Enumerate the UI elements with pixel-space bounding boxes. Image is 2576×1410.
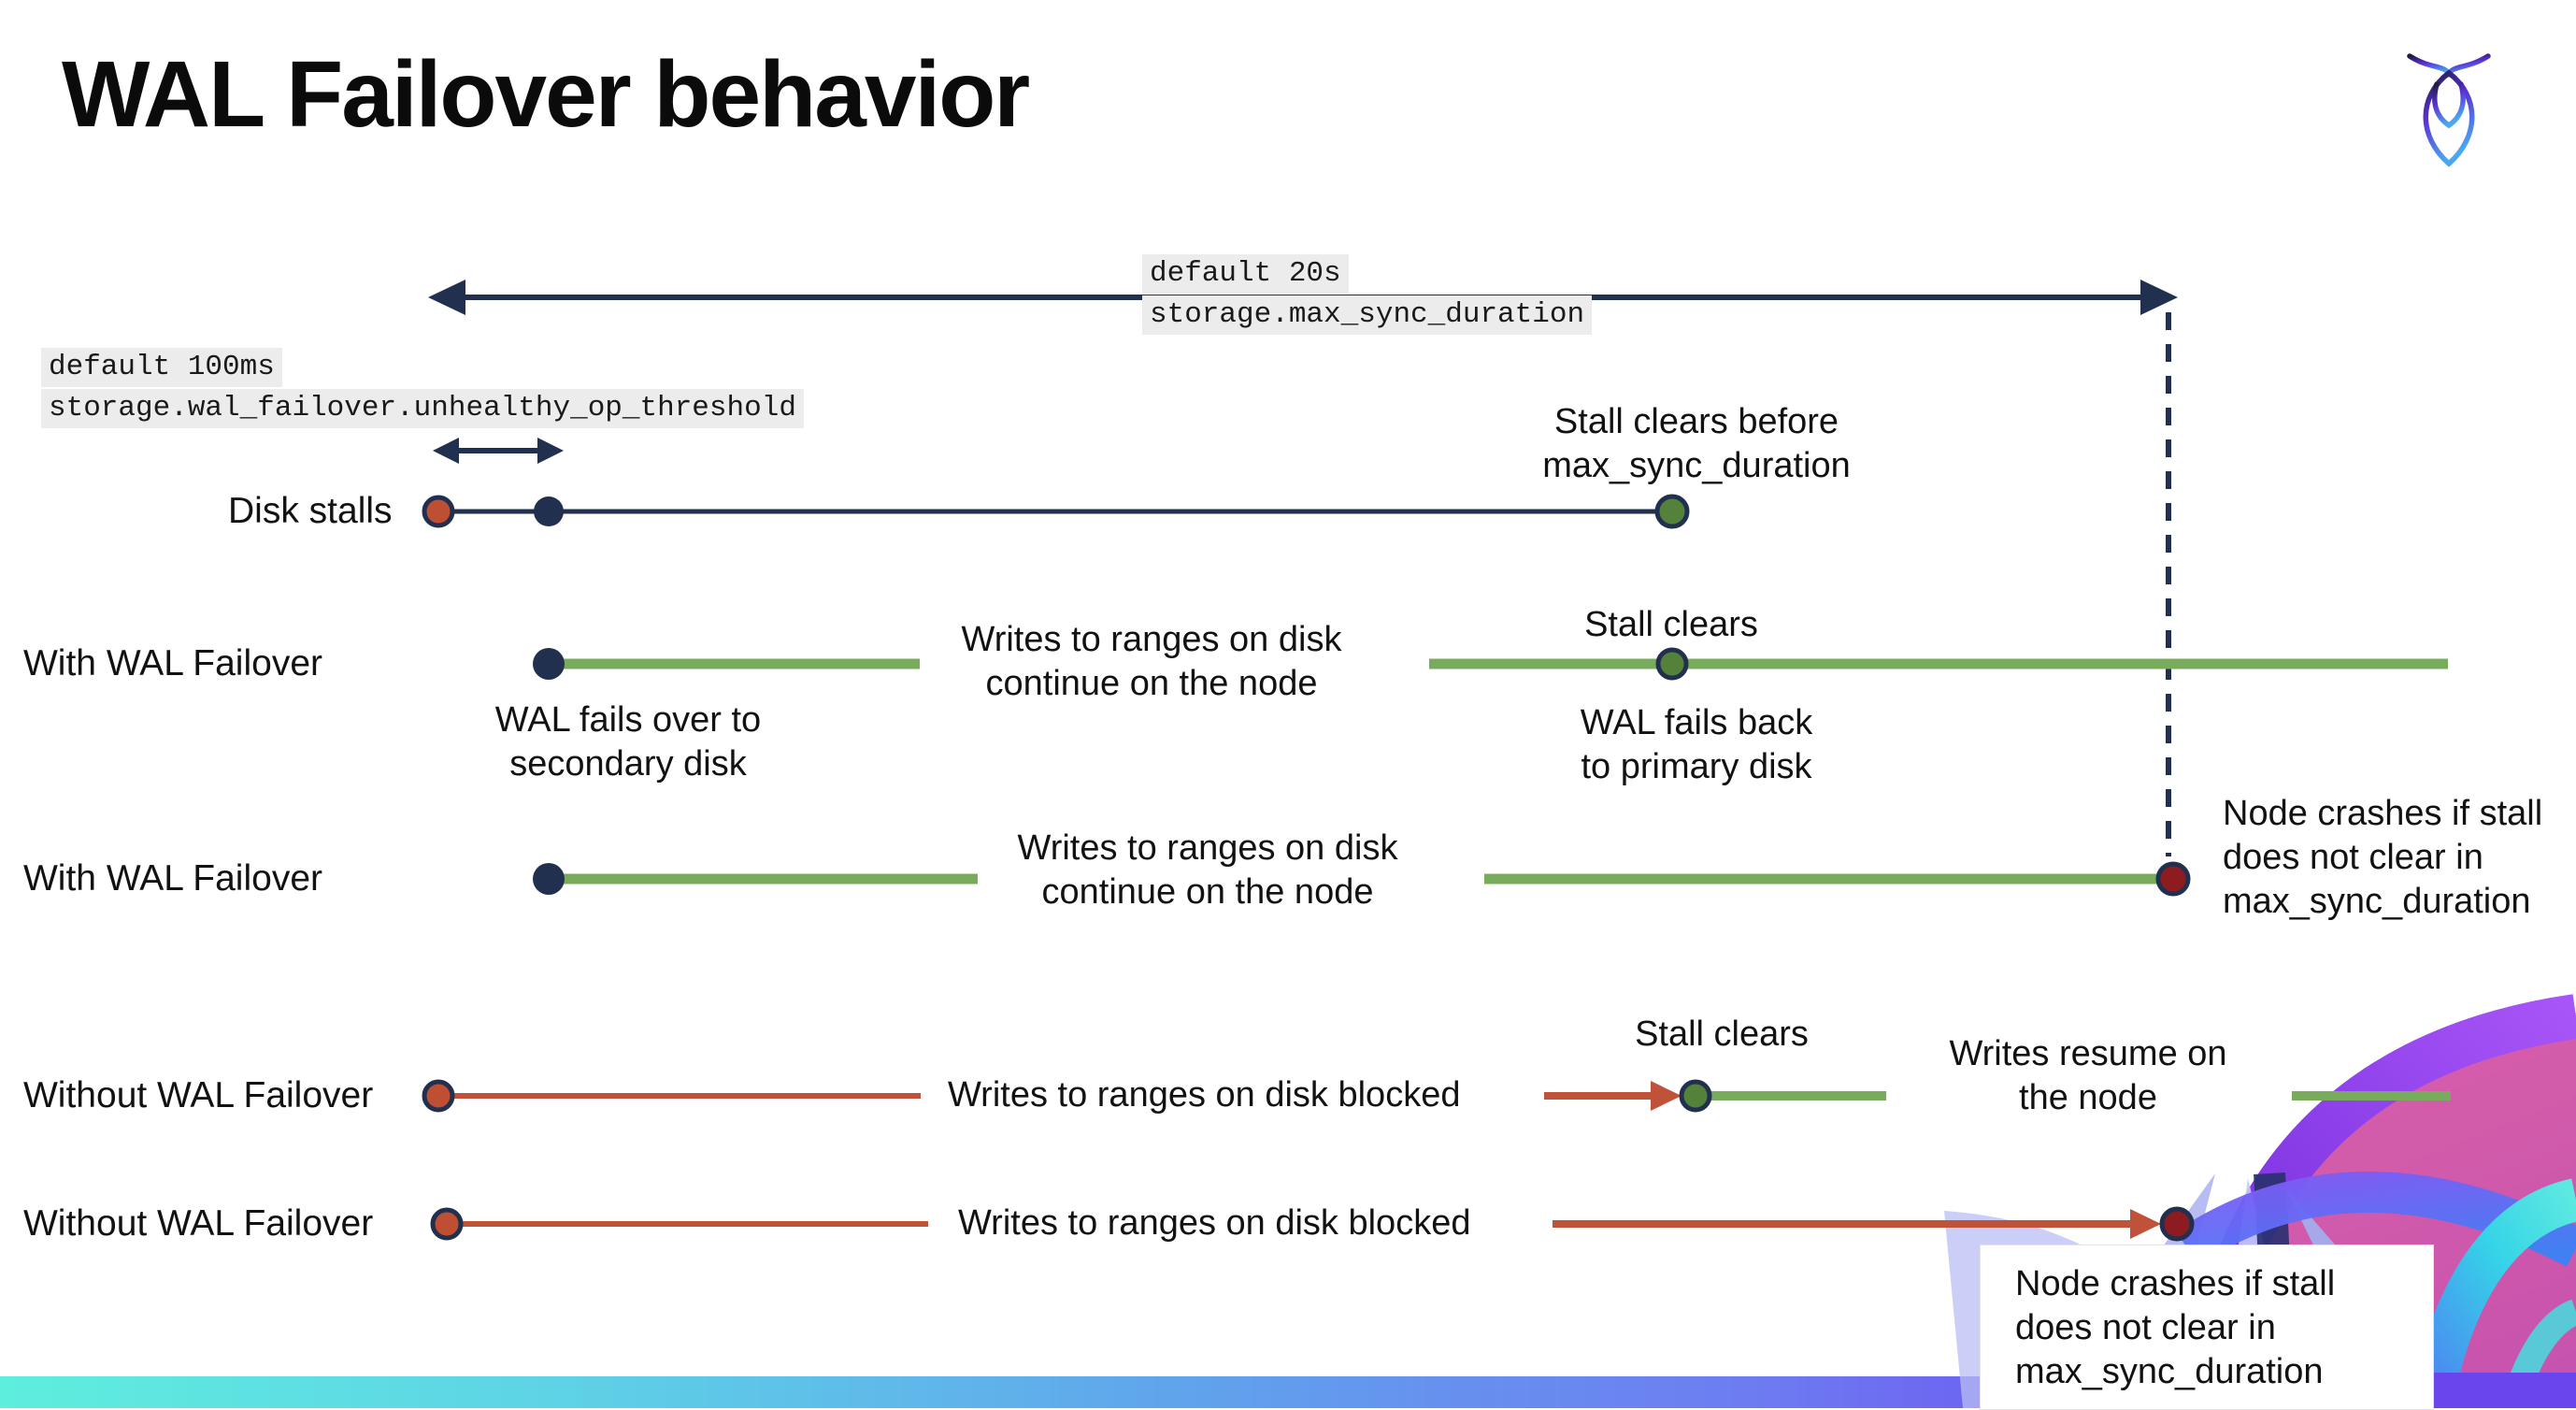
node-crash-dot bbox=[2155, 861, 2191, 897]
logo-antenna-right bbox=[2445, 53, 2491, 78]
note-writes-resume: Writes resume on the node bbox=[1949, 1034, 2227, 1117]
note-writes-continue-1: Writes to ranges on disk continue on the… bbox=[961, 620, 1342, 703]
failover-dot bbox=[533, 648, 565, 680]
crash-callout-box bbox=[1980, 1245, 2434, 1410]
note-wal-fails-back: WAL fails back to primary disk bbox=[1580, 703, 1813, 786]
note-writes-blocked-2: Writes to ranges on disk blocked bbox=[958, 1203, 1471, 1243]
note-node-crashes-2: Node crashes if stall does not clear in … bbox=[2015, 1264, 2336, 1391]
unhealthy-op-threshold-label: default 100ms storage.wal_failover.unhea… bbox=[41, 348, 804, 428]
row-label-without-wal-failover-2: Without WAL Failover bbox=[23, 1203, 374, 1244]
threshold-default-value: default 100ms bbox=[41, 348, 282, 387]
arrow-head-left bbox=[433, 438, 459, 464]
stall-start-dot bbox=[422, 495, 455, 528]
logo-antenna-left bbox=[2407, 53, 2453, 78]
logo-inner-leaf bbox=[2432, 81, 2466, 129]
row-label-disk-stalls: Disk stalls bbox=[228, 491, 393, 531]
artwork-cyan-arc-1 bbox=[2409, 1178, 2576, 1408]
row-label-with-wal-failover-1: With WAL Failover bbox=[23, 643, 322, 683]
note-writes-continue-2: Writes to ranges on disk continue on the… bbox=[1017, 828, 1398, 912]
page-title: WAL Failover behavior bbox=[62, 42, 1030, 147]
failover-trigger-dot bbox=[534, 496, 564, 526]
note-node-crashes-1: Node crashes if stall does not clear in … bbox=[2223, 794, 2543, 921]
timeline-with-failover-1 bbox=[533, 647, 2448, 681]
row-label-without-wal-failover-1: Without WAL Failover bbox=[23, 1075, 374, 1115]
logo-strokes bbox=[2407, 53, 2491, 167]
row-label-with-wal-failover-2: With WAL Failover bbox=[23, 858, 322, 899]
threshold-setting-name: storage.wal_failover.unhealthy_op_thresh… bbox=[41, 389, 804, 428]
max-sync-duration-label: default 20s storage.max_sync_duration bbox=[1142, 254, 1593, 335]
arrow-head-right bbox=[537, 438, 564, 464]
note-wal-fails-over: WAL fails over to secondary disk bbox=[494, 700, 762, 784]
arrow-head-right bbox=[2140, 280, 2178, 315]
failover-dot bbox=[533, 863, 565, 895]
timeline-disk-stalls bbox=[422, 494, 1690, 529]
note-stall-clears-before: Stall clears before max_sync_duration bbox=[1542, 402, 1851, 485]
note-stall-clears-2: Stall clears bbox=[1635, 1014, 1809, 1054]
stall-clears-dot bbox=[1654, 494, 1690, 529]
logo-body bbox=[2423, 69, 2475, 167]
stall-start-dot bbox=[422, 1079, 455, 1113]
stall-start-dot bbox=[430, 1207, 464, 1241]
cockroachdb-logo-icon bbox=[2407, 53, 2491, 167]
max-sync-duration-setting-name: storage.max_sync_duration bbox=[1142, 295, 1593, 335]
unhealthy-op-threshold-arrow bbox=[433, 438, 564, 464]
arrow-head-left bbox=[428, 280, 465, 315]
blocked-arrow-head bbox=[1651, 1081, 1682, 1111]
stall-clears-dot bbox=[1655, 647, 1689, 681]
max-sync-duration-default-value: default 20s bbox=[1142, 254, 1349, 294]
note-writes-blocked-1: Writes to ranges on disk blocked bbox=[948, 1075, 1461, 1115]
note-stall-clears-1: Stall clears bbox=[1584, 605, 1758, 644]
stall-clears-dot bbox=[1679, 1079, 1712, 1113]
